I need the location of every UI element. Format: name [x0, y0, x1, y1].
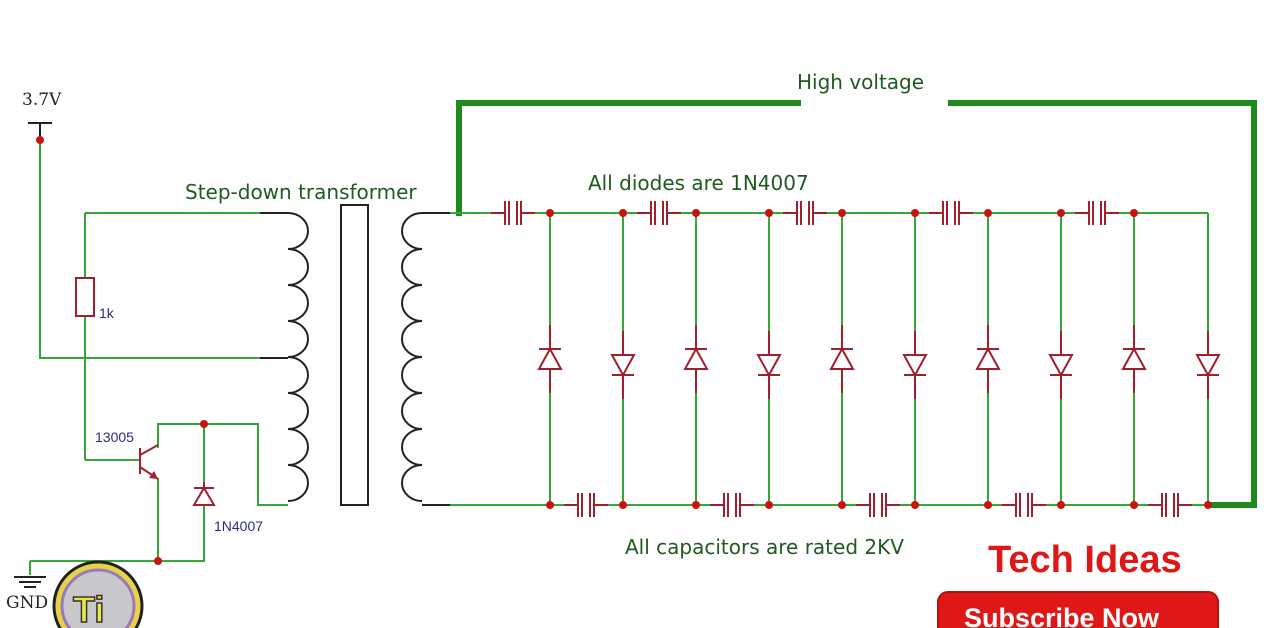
junction-node [1057, 209, 1065, 217]
diodes-note: All diodes are 1N4007 [588, 171, 809, 195]
junction-node [546, 501, 554, 509]
transistor-label: 13005 [95, 429, 134, 445]
supply-label: 3.7V [22, 90, 62, 110]
cap-gap [943, 201, 959, 225]
ladder-diode [1195, 354, 1221, 378]
junction-node [838, 501, 846, 509]
high-voltage-label: High voltage [797, 70, 924, 94]
primary-diode [192, 482, 216, 506]
subscribe-label: Subscribe Now [964, 603, 1160, 628]
multiplier-ladder [491, 201, 1221, 517]
junction-node [1130, 209, 1138, 217]
ladder-diode [975, 346, 1001, 370]
junction-node [911, 209, 919, 217]
ladder-diode [829, 346, 855, 370]
subscribe-button[interactable]: Subscribe Now [937, 591, 1219, 628]
resistor-1k: 1k [75, 277, 115, 321]
high-voltage-output-wire [456, 100, 1257, 508]
cap-gap [505, 201, 521, 225]
junction-node [1204, 501, 1212, 509]
junction-node [619, 501, 627, 509]
primary-node-top [200, 420, 208, 428]
channel-logo: Ti [52, 560, 144, 628]
cap-gap [797, 201, 813, 225]
cap-gap [1016, 493, 1032, 517]
junction-node [546, 209, 554, 217]
step-down-transformer [260, 204, 450, 506]
ladder-diode [683, 346, 709, 370]
ladder-diode [610, 354, 636, 378]
junction-node [1130, 501, 1138, 509]
junction-node [692, 209, 700, 217]
ground-label: GND [6, 593, 48, 613]
primary-node-ground [154, 557, 162, 565]
ladder-diode [902, 354, 928, 378]
ladder-diode [1121, 346, 1147, 370]
cap-gap [1162, 493, 1178, 517]
transformer-label: Step-down transformer [185, 180, 417, 204]
junction-node [984, 209, 992, 217]
junction-node [838, 209, 846, 217]
ladder-diode [537, 346, 563, 370]
cap-gap [870, 493, 886, 517]
resistor-label: 1k [99, 305, 115, 321]
junction-node [692, 501, 700, 509]
cap-gap [724, 493, 740, 517]
multiplier-rails [450, 212, 1208, 506]
brand-name: Tech Ideas [988, 539, 1182, 581]
primary-diode-label: 1N4007 [214, 518, 263, 534]
cap-gap [578, 493, 594, 517]
cap-gap [651, 201, 667, 225]
cap-gap [1089, 201, 1105, 225]
junction-node [765, 209, 773, 217]
ladder-diode [756, 354, 782, 378]
junction-node [619, 209, 627, 217]
junction-node [1057, 501, 1065, 509]
ladder-diode [1048, 354, 1074, 378]
junction-node [911, 501, 919, 509]
supply-terminal: 3.7V [22, 90, 62, 144]
transistor-13005 [139, 444, 159, 480]
junction-node [984, 501, 992, 509]
ground-symbol [14, 576, 46, 588]
junction-node [765, 501, 773, 509]
primary-wires [29, 140, 288, 575]
capacitors-note: All capacitors are rated 2KV [625, 535, 904, 559]
logo-letters: Ti [73, 589, 104, 628]
